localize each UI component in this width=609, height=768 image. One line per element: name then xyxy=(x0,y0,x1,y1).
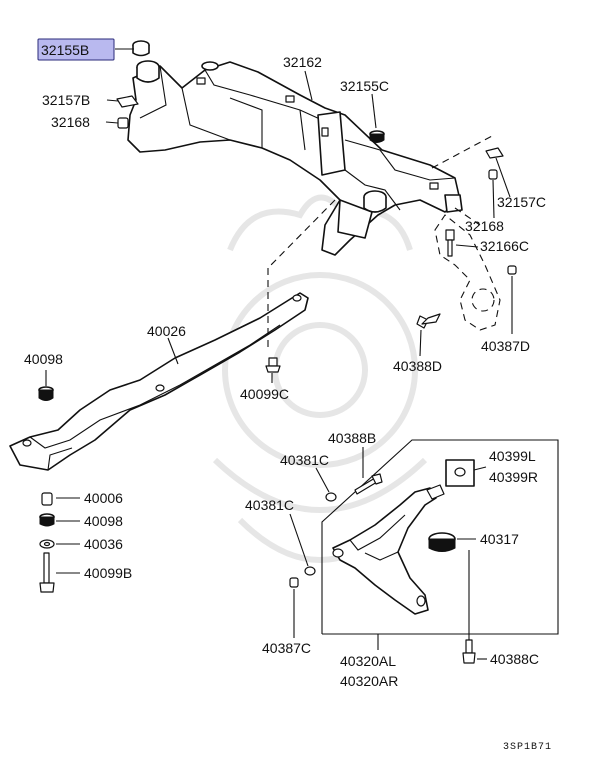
label-32168-left[interactable]: 32168 xyxy=(51,114,90,130)
label-40099b[interactable]: 40099B xyxy=(84,565,132,581)
nut-40387d[interactable] xyxy=(507,265,517,275)
label-32168-right[interactable]: 32168 xyxy=(465,218,504,234)
mount-40098-upper[interactable] xyxy=(38,386,54,401)
crossmember-32162[interactable] xyxy=(127,60,463,256)
lower-arm-40320[interactable] xyxy=(332,484,445,615)
label-40387d[interactable]: 40387D xyxy=(481,338,530,354)
label-40381c-lower[interactable]: 40381C xyxy=(245,497,294,513)
bolt-40099c[interactable] xyxy=(265,357,281,373)
label-32155c[interactable]: 32155C xyxy=(340,78,389,94)
label-40098-upper[interactable]: 40098 xyxy=(24,351,63,367)
bolt-40099b[interactable] xyxy=(39,552,55,593)
label-32162[interactable]: 32162 xyxy=(283,54,322,70)
bushing-32155c[interactable] xyxy=(369,130,385,143)
label-40388d[interactable]: 40388D xyxy=(393,358,442,374)
label-40387c[interactable]: 40387C xyxy=(262,640,311,656)
washer-40036[interactable] xyxy=(39,539,55,549)
mount-40098-lower[interactable] xyxy=(39,513,55,527)
assembly-dash-lines xyxy=(267,135,493,350)
label-40320al[interactable]: 40320AL xyxy=(340,653,396,669)
label-32166c[interactable]: 32166C xyxy=(480,238,529,254)
collar-40006[interactable] xyxy=(41,492,53,506)
bolt-40388b[interactable] xyxy=(354,473,383,495)
label-40317[interactable]: 40317 xyxy=(480,531,519,547)
stiffener-40026[interactable] xyxy=(9,292,309,471)
label-40006[interactable]: 40006 xyxy=(84,490,123,506)
leader-lines xyxy=(45,48,513,660)
bushing-40317[interactable] xyxy=(428,532,456,552)
bushing-32155b[interactable] xyxy=(132,40,150,57)
label-40099c[interactable]: 40099C xyxy=(240,386,289,402)
lower-arm-group-box xyxy=(321,439,559,635)
washer-40381c-lower[interactable] xyxy=(304,566,316,576)
nut-32168-right[interactable] xyxy=(488,169,498,180)
washer-32157c[interactable] xyxy=(485,147,504,159)
bolt-40388c[interactable] xyxy=(462,639,476,664)
nut-32168-left[interactable] xyxy=(117,117,129,129)
label-40098-lower[interactable]: 40098 xyxy=(84,513,123,529)
bolt-32166c[interactable] xyxy=(445,229,455,257)
label-32157c[interactable]: 32157C xyxy=(497,194,546,210)
label-40399r[interactable]: 40399R xyxy=(489,469,538,485)
label-40388c[interactable]: 40388C xyxy=(490,651,539,667)
knuckle-outline xyxy=(434,214,501,331)
label-32157b[interactable]: 32157B xyxy=(42,92,90,108)
washer-40381c-upper[interactable] xyxy=(325,492,337,502)
label-40388b[interactable]: 40388B xyxy=(328,430,376,446)
label-40399l[interactable]: 40399L xyxy=(489,448,536,464)
nut-40387c[interactable] xyxy=(289,577,299,588)
washer-32157b[interactable] xyxy=(116,95,139,108)
diagram-code: 3SP1B71 xyxy=(503,742,552,753)
bolt-40388d[interactable] xyxy=(416,313,441,329)
label-40026[interactable]: 40026 xyxy=(147,323,186,339)
highlight-box-32155b xyxy=(37,38,115,61)
label-32155b[interactable]: 32155B xyxy=(41,42,89,58)
label-40320ar[interactable]: 40320AR xyxy=(340,673,398,689)
bushing-40399[interactable] xyxy=(445,459,475,487)
label-40036[interactable]: 40036 xyxy=(84,536,123,552)
label-40381c-upper[interactable]: 40381C xyxy=(280,452,329,468)
